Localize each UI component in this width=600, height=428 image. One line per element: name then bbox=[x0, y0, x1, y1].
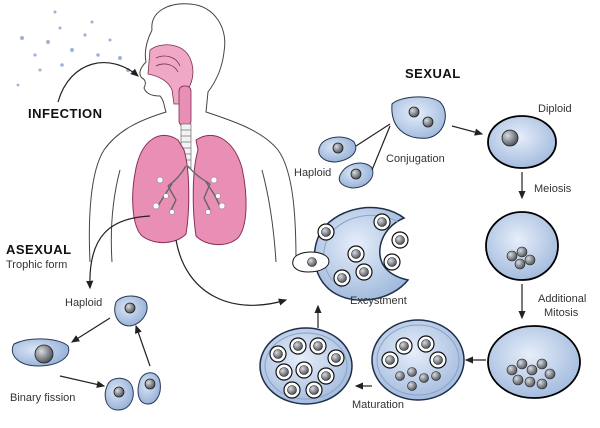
meiosis-label: Meiosis bbox=[534, 183, 572, 195]
trophic-form-label: Trophic form bbox=[6, 259, 67, 271]
sexual-haploid-pair bbox=[318, 123, 391, 189]
excystment-label: Excystment bbox=[350, 295, 407, 307]
infection-arrow bbox=[57, 62, 139, 103]
excysting-cyst bbox=[313, 206, 410, 301]
upper-airway bbox=[147, 44, 194, 127]
conjugation-label: Conjugation bbox=[386, 153, 445, 165]
intermediate-cyst bbox=[487, 325, 581, 399]
early-cyst bbox=[485, 211, 559, 281]
asexual-heading: ASEXUAL bbox=[6, 242, 72, 257]
lung-to-sexual-arrow bbox=[175, 239, 288, 306]
bronchi bbox=[157, 165, 221, 213]
mature-cyst bbox=[259, 327, 353, 405]
maturing-cyst bbox=[371, 319, 465, 401]
released-trophozoite bbox=[292, 251, 330, 273]
right-lung bbox=[192, 134, 247, 245]
mitosis-label: Mitosis bbox=[544, 307, 579, 319]
additional-label: Additional bbox=[538, 293, 586, 305]
binary-fission-label: Binary fission bbox=[10, 392, 75, 404]
left-lung bbox=[132, 134, 190, 243]
lung-to-asexual-arrow bbox=[86, 215, 151, 290]
alveoli bbox=[152, 176, 226, 215]
asexual-trophozoites bbox=[11, 295, 161, 411]
haploid-left-label: Haploid bbox=[65, 297, 102, 309]
conjugated-cell bbox=[391, 96, 446, 139]
trophozoite-left bbox=[11, 338, 70, 367]
haploid-right-label: Haploid bbox=[294, 167, 331, 179]
airborne-particles bbox=[16, 10, 130, 87]
trophozoite-fission-a bbox=[104, 377, 134, 411]
trophozoite-haploid bbox=[114, 295, 148, 327]
maturation-label: Maturation bbox=[352, 399, 404, 411]
trophozoite-fission-b bbox=[137, 372, 161, 405]
diploid-cyst bbox=[487, 115, 557, 169]
sexual-heading: SEXUAL bbox=[405, 66, 461, 81]
human-silhouette bbox=[88, 3, 297, 263]
infection-heading: INFECTION bbox=[28, 106, 103, 121]
diploid-label: Diploid bbox=[538, 103, 572, 115]
